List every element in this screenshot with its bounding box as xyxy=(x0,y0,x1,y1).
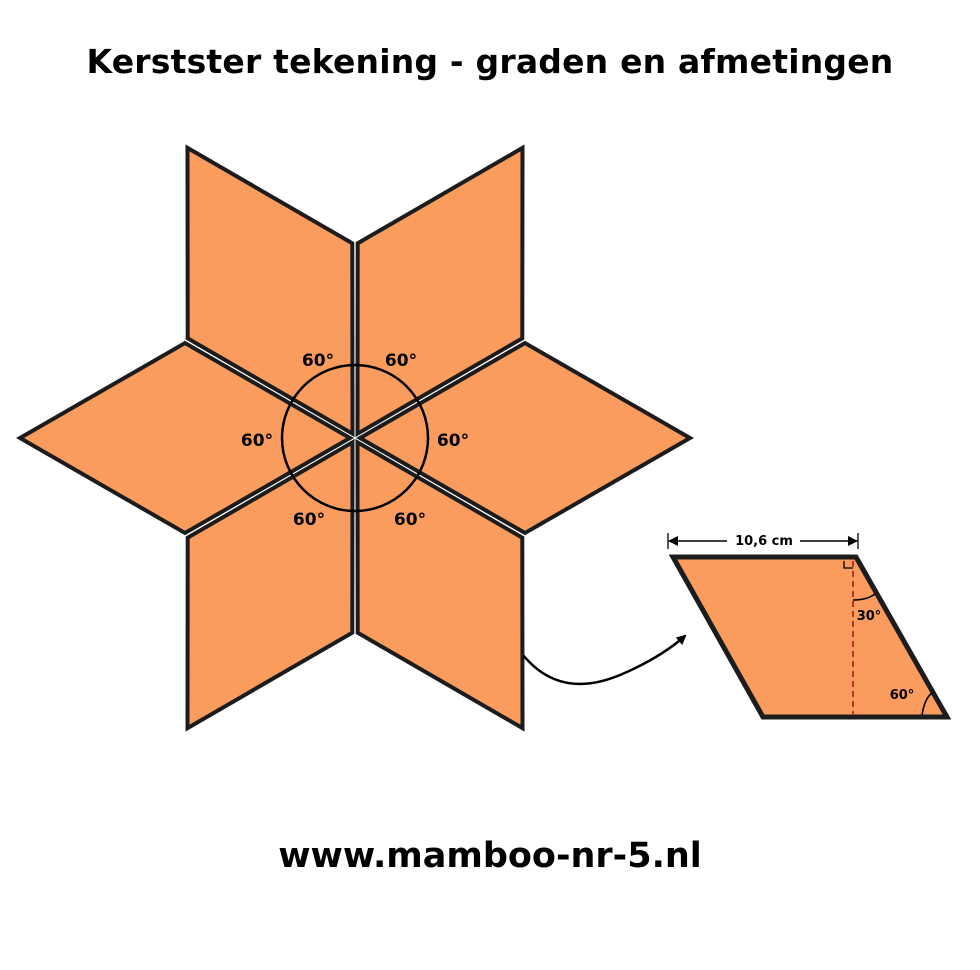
width-label: 10,6 cm xyxy=(735,534,793,549)
rhombus-left xyxy=(15,340,355,536)
width-dimension: 10,6 cm xyxy=(667,533,859,549)
website-url: www.mamboo-nr-5.nl xyxy=(278,836,702,876)
angle-label-top-left: 60° xyxy=(302,351,334,371)
arc-30-icon xyxy=(852,593,876,601)
angle-label-right: 60° xyxy=(437,431,469,451)
star-shape xyxy=(15,144,695,732)
angle-label-left: 60° xyxy=(241,431,273,451)
inner-angle-label: 30° xyxy=(857,609,882,624)
corner-angle-label: 60° xyxy=(890,688,915,703)
rhombus-top-right xyxy=(355,144,525,438)
rhombus-bottom-right xyxy=(355,438,525,732)
angle-label-bottom-left: 60° xyxy=(293,510,325,530)
page-title: Kerstster tekening - graden en afmetinge… xyxy=(86,42,894,81)
right-angle-marker xyxy=(843,561,853,569)
angle-label-top-right: 60° xyxy=(385,351,417,371)
curved-arrow-icon xyxy=(522,634,687,686)
detail-rhombus: 30° 60° xyxy=(668,554,952,720)
rhombus-right xyxy=(355,340,695,536)
arc-60-icon xyxy=(921,691,935,716)
rhombus-top-left xyxy=(185,144,355,438)
rhombus-bottom-left xyxy=(185,438,355,732)
angle-label-bottom-right: 60° xyxy=(394,510,426,530)
center-angle-circle xyxy=(280,363,430,513)
